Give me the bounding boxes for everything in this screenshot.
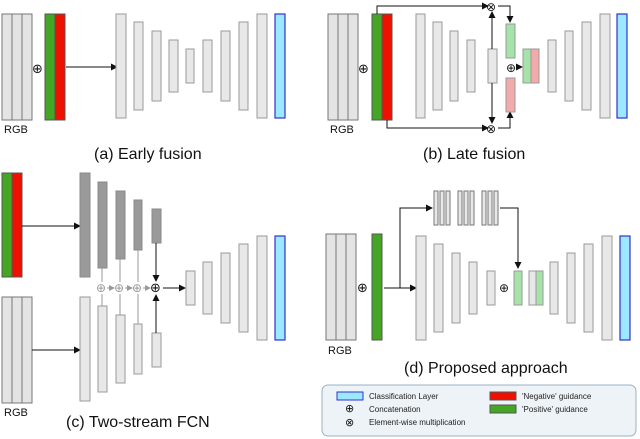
decoder-layers bbox=[547, 13, 611, 119]
context-branch-layers bbox=[433, 190, 499, 226]
encoder-layers bbox=[415, 235, 496, 341]
legend: Classification Layer 'Negative' guidance… bbox=[321, 384, 637, 437]
classification-layer bbox=[616, 13, 628, 119]
legend-negative-label: 'Negative' guidance bbox=[522, 392, 592, 401]
concat-symbol: ⊕ bbox=[506, 61, 516, 75]
rgb-label: RGB bbox=[4, 124, 28, 136]
positive-feature-block bbox=[505, 23, 516, 59]
caption-c: (c) Two-stream FCN bbox=[66, 414, 210, 431]
caption-a: (a) Early fusion bbox=[94, 146, 202, 163]
classification-layer bbox=[274, 235, 286, 341]
legend-positive-swatch bbox=[489, 404, 517, 414]
legend-mult-symbol: ⊗ bbox=[345, 416, 354, 429]
concat-symbol: ⊕ bbox=[114, 281, 124, 295]
negative-guidance-map bbox=[54, 13, 66, 121]
rgb-input-block bbox=[1, 296, 33, 404]
concat-symbol: ⊕ bbox=[150, 281, 161, 296]
panel-proposed-approach: RGB ⊕ ⊕ bbox=[325, 190, 631, 377]
negative-feature-block bbox=[505, 77, 516, 113]
arrow bbox=[376, 2, 489, 14]
caption-b: (b) Late fusion bbox=[423, 146, 525, 163]
multiply-symbol: ⊗ bbox=[486, 0, 496, 14]
rgb-stream-layers bbox=[79, 296, 162, 402]
positive-guidance-map bbox=[44, 13, 56, 121]
arrow bbox=[498, 111, 514, 129]
classification-layer bbox=[274, 13, 286, 119]
concatenated-features bbox=[522, 48, 540, 84]
concat-symbol: ⊕ bbox=[96, 281, 106, 295]
multiply-symbol: ⊗ bbox=[486, 122, 496, 136]
legend-concat-symbol: ⊕ bbox=[345, 402, 354, 415]
arrow bbox=[498, 5, 514, 23]
fused-features bbox=[528, 270, 544, 306]
positive-guidance-map bbox=[371, 13, 383, 121]
fcn-layers bbox=[415, 13, 498, 119]
caption-d: (d) Proposed approach bbox=[404, 360, 568, 377]
rgb-label: RGB bbox=[4, 407, 28, 419]
rgb-label: RGB bbox=[328, 345, 352, 357]
concat-symbol: ⊕ bbox=[358, 62, 369, 77]
arrow bbox=[399, 204, 433, 288]
concat-symbol: ⊕ bbox=[357, 281, 368, 296]
legend-negative-swatch bbox=[489, 391, 517, 401]
classification-layer bbox=[619, 235, 631, 341]
rgb-input-block bbox=[1, 13, 33, 121]
positive-guidance-map bbox=[1, 172, 13, 278]
positive-guidance-map bbox=[371, 233, 383, 341]
legend-box bbox=[321, 384, 637, 437]
legend-classification-swatch bbox=[336, 391, 364, 401]
legend-positive-label: 'Positive' guidance bbox=[522, 405, 588, 414]
guidance-feature-block bbox=[513, 270, 523, 306]
concat-symbol: ⊕ bbox=[132, 281, 142, 295]
rgb-input-block bbox=[325, 233, 357, 341]
decoder-layers bbox=[549, 235, 613, 341]
legend-mult-label: Element-wise multiplication bbox=[369, 418, 465, 427]
negative-guidance-map bbox=[381, 13, 393, 121]
negative-guidance-map bbox=[11, 172, 23, 278]
concat-symbol: ⊕ bbox=[32, 62, 43, 77]
guidance-stream-layers bbox=[79, 172, 162, 278]
fcn-layers bbox=[115, 13, 268, 119]
legend-concat-label: Concatenation bbox=[369, 405, 421, 414]
rgb-label: RGB bbox=[330, 124, 354, 136]
panel-two-stream-fcn: RGB ⊕ ⊕ ⊕ ⊕ bbox=[1, 172, 286, 431]
concat-symbol: ⊕ bbox=[499, 281, 509, 295]
decoder-layers bbox=[185, 235, 268, 341]
fusion-connections bbox=[101, 250, 151, 324]
legend-classification-label: Classification Layer bbox=[369, 392, 439, 401]
arrow bbox=[500, 207, 522, 269]
arrow bbox=[386, 120, 489, 132]
rgb-input-block bbox=[327, 13, 359, 121]
panel-late-fusion: RGB ⊕ ⊗ ⊗ ⊕ bbox=[327, 0, 628, 163]
panel-early-fusion: RGB ⊕ (a) Early fusion bbox=[1, 13, 286, 163]
